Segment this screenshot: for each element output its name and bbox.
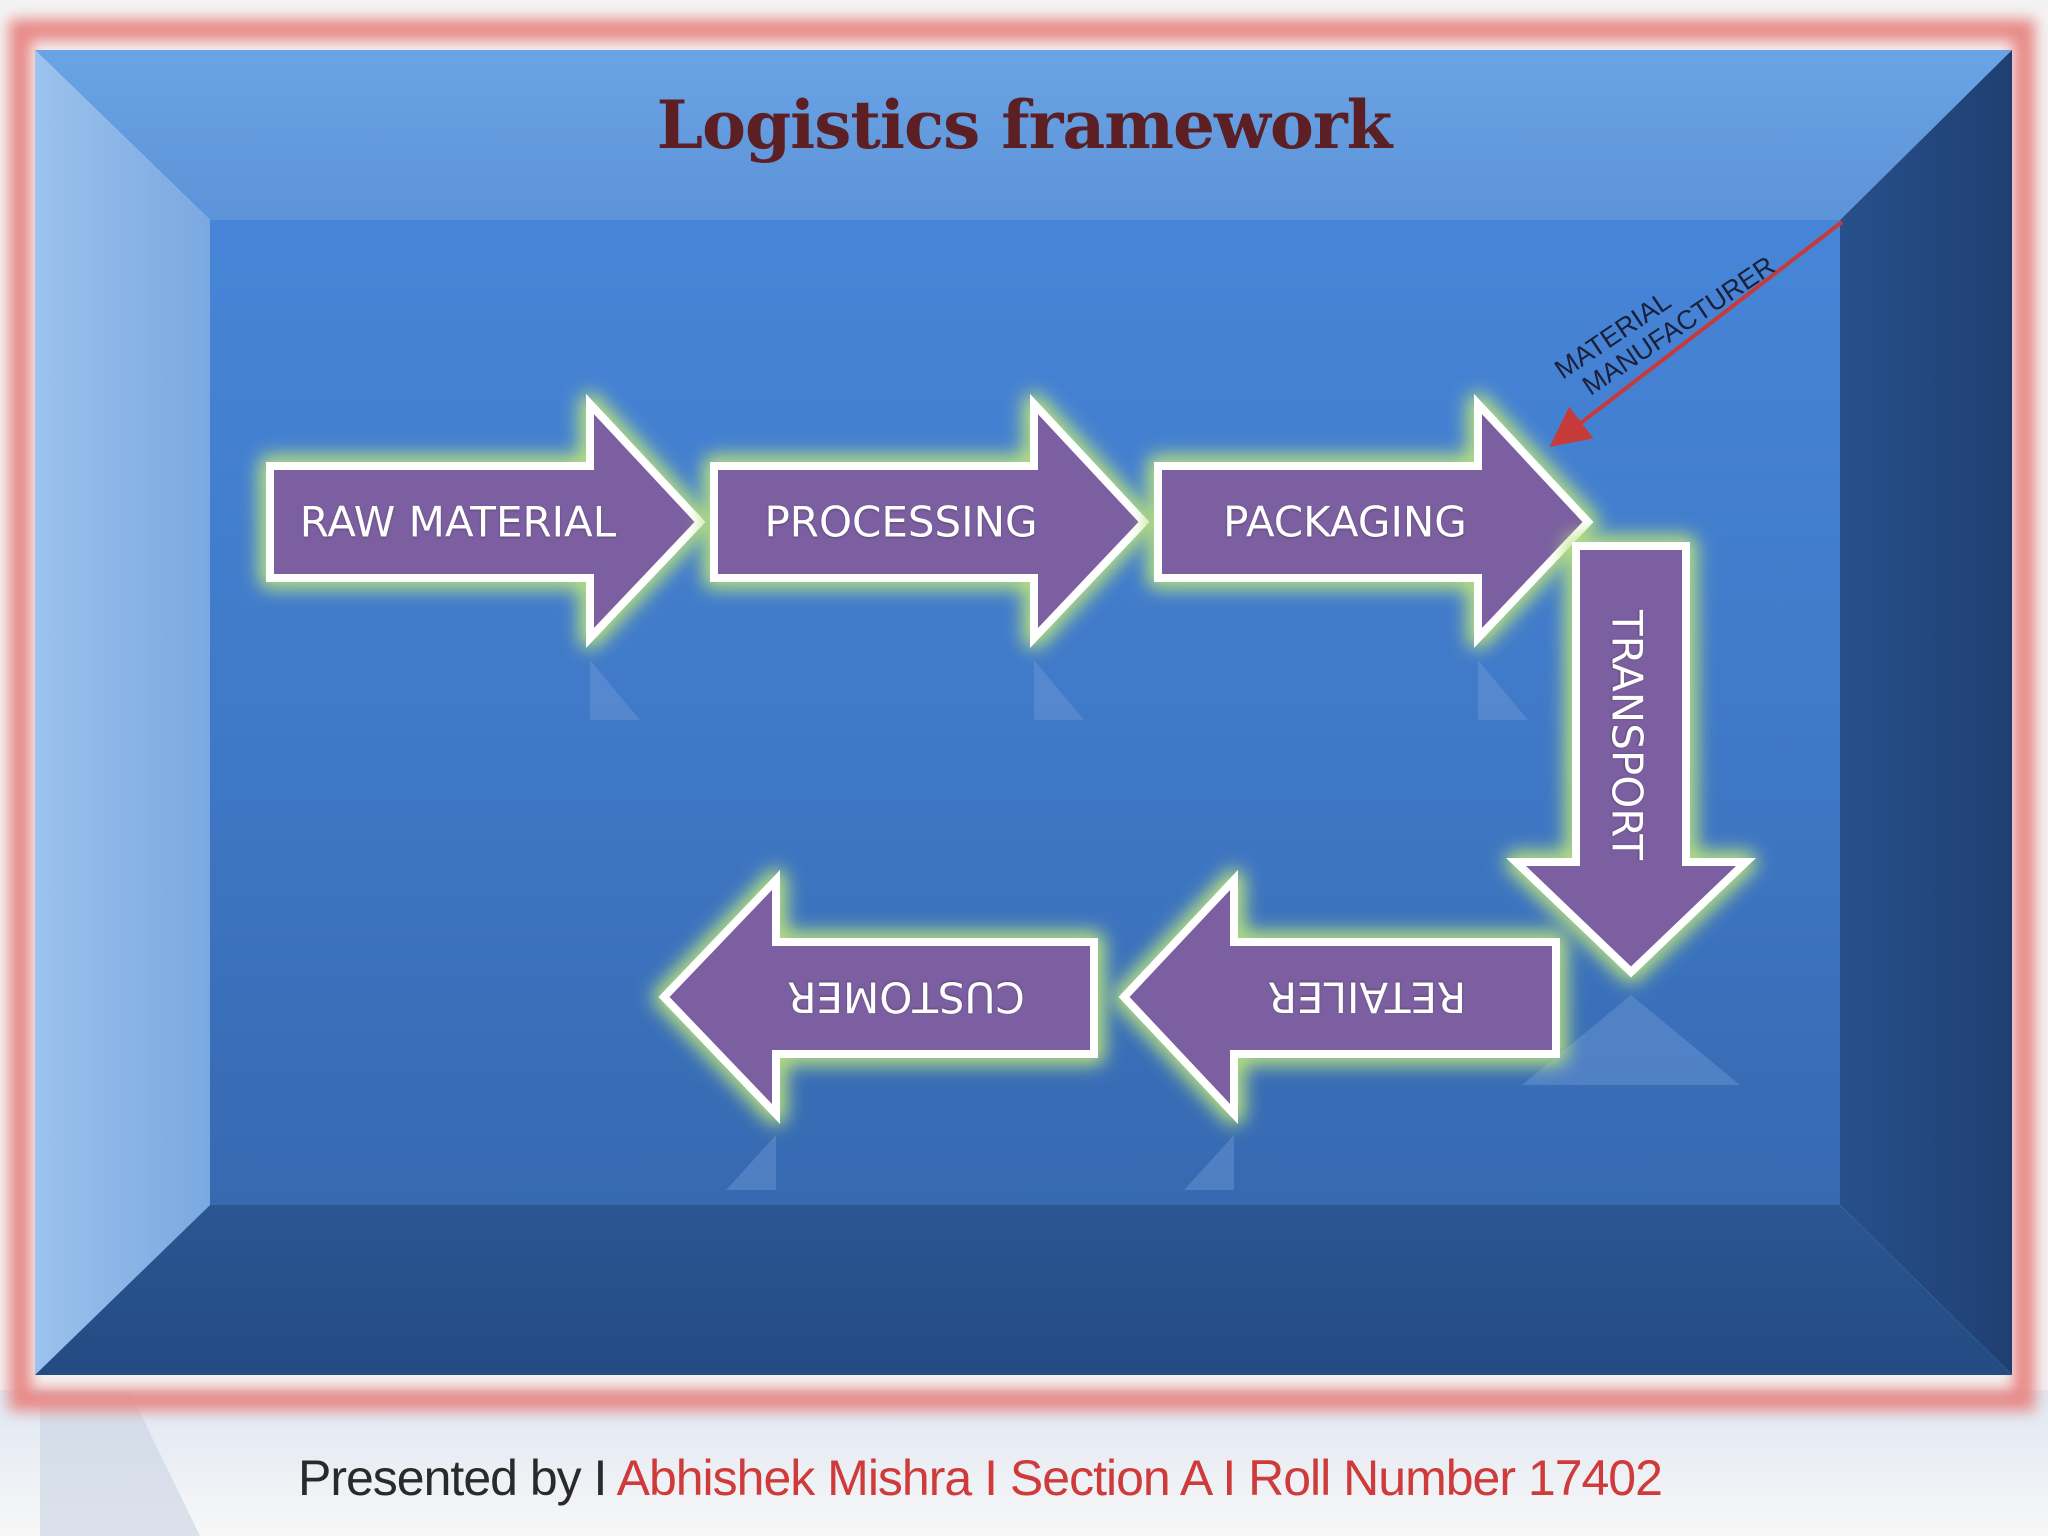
footer-credit: Presented by I Abhishek Mishra I Section… [298,1448,1663,1508]
footer-separator-1: I [593,1450,608,1506]
frame-reflection [40,1392,200,1536]
arrow-transport-reflection [1522,995,1740,1085]
slide-title: Logistics framework [656,86,1393,164]
left-bevel [35,50,210,1375]
arrow-raw-material-reflection [590,660,640,720]
frame-glow [9,19,2035,1411]
floor-reflection [0,1390,2048,1536]
footer-section: Section A [1009,1450,1210,1506]
arrow-transport [1506,542,1756,978]
footer-roll-number: Roll Number 17402 [1248,1450,1663,1506]
footer-separator-3: I [1222,1450,1236,1506]
footer-name: Abhishek Mishra [616,1450,973,1506]
arrow-customer-reflection [726,1135,776,1190]
arrow-packaging-reflection [1478,660,1528,720]
arrow-customer [658,870,1098,1124]
annotation-pointer-arrow [1549,220,1844,447]
step-label-retailer: RETAILER [1267,972,1467,1022]
arrow-raw-material [266,393,706,649]
right-bevel [1840,50,2012,1375]
step-label-customer: CUSTOMER [787,972,1025,1022]
step-label-packaging: PACKAGING [1223,497,1467,547]
step-label-raw-material: RAW MATERIAL [299,497,617,547]
arrow-retailer [1118,869,1560,1125]
footer-separator-2: I [984,1450,998,1506]
arrow-processing [710,393,1150,649]
footer-presented-by: Presented by [298,1450,582,1506]
arrow-packaging [1154,393,1594,649]
arrow-processing-reflection [1034,660,1084,720]
arrow-retailer-reflection [1184,1135,1234,1190]
flow-arrows [259,393,1757,1190]
step-label-processing: PROCESSING [764,497,1038,547]
step-label-transport: TRANSPORT [1602,609,1652,861]
top-bevel [35,50,2012,220]
bottom-bevel [35,1205,2012,1375]
